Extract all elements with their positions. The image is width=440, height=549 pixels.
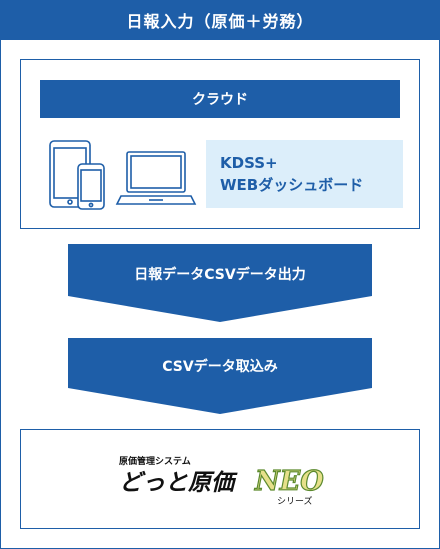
device-icons <box>49 140 199 212</box>
service-label: KDSS+ WEBダッシュボード <box>206 140 403 208</box>
logo-neo-text: NEO <box>254 466 324 497</box>
logo-small-text: 原価管理システム <box>119 455 191 467</box>
flow-arrow-import <box>0 338 440 414</box>
cloud-bar: クラウド <box>40 80 400 118</box>
logo-series-text: シリーズ <box>277 495 313 507</box>
logo-main-text: どっと原価 <box>119 470 238 496</box>
product-logo: 原価管理システム どっと原価 NEO シリーズ <box>117 452 347 512</box>
laptop-icon <box>115 151 197 205</box>
product-panel: 原価管理システム どっと原価 NEO シリーズ <box>20 429 420 529</box>
service-line-2: WEBダッシュボード <box>220 176 364 194</box>
flow-step-export-label: 日報データCSVデータ出力 <box>134 267 306 283</box>
cloud-panel: クラウド KDSS+ WEBダッシュ <box>20 59 420 229</box>
flow-step-import-label: CSVデータ取込み <box>162 359 278 375</box>
page-title: 日報入力（原価＋労務） <box>0 0 440 40</box>
smartphone-icon <box>77 163 105 210</box>
flow-arrow-export <box>0 244 440 322</box>
service-line-1: KDSS+ <box>220 154 278 172</box>
